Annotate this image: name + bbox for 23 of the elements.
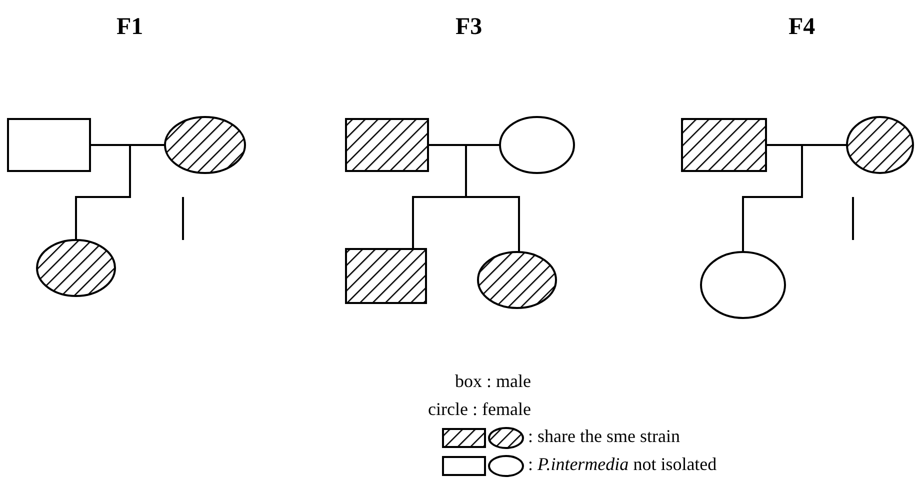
legend-text: : share the sme strain — [528, 426, 680, 447]
pedigree-line — [742, 145, 803, 252]
female-circle-symbol — [700, 251, 786, 319]
pedigree-line — [428, 144, 500, 146]
pedigree-line — [465, 145, 520, 252]
female-circle-symbol — [36, 239, 116, 297]
female-circle-symbol — [499, 116, 575, 174]
male-square-symbol — [681, 118, 767, 172]
legend-text: : P.intermedia not isolated — [528, 454, 717, 475]
pedigree-line — [766, 144, 847, 146]
pedigree-line — [75, 145, 131, 240]
family-label: F4 — [788, 14, 816, 41]
family-label: F1 — [116, 14, 144, 41]
female-circle-symbol — [846, 116, 914, 174]
legend-text: circle : female — [428, 399, 531, 420]
female-circle-symbol — [164, 116, 246, 174]
female-circle-symbol — [477, 251, 557, 309]
male-square-symbol — [345, 248, 427, 304]
family-label: F3 — [456, 14, 482, 41]
male-square-symbol — [345, 118, 429, 172]
legend-text: box : male — [455, 371, 531, 392]
pedigree-line — [90, 144, 165, 146]
male-square-symbol — [7, 118, 91, 172]
